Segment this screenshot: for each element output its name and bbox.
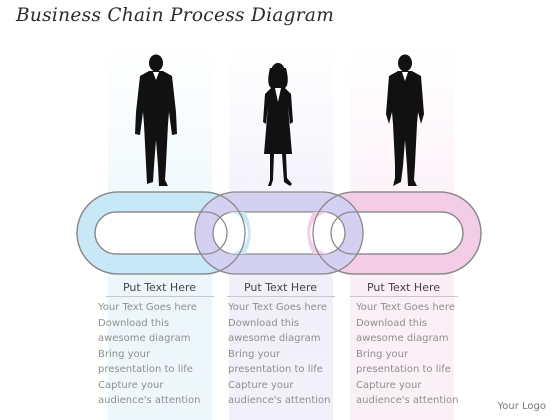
businessman-icon [135, 54, 177, 186]
caption-divider [106, 296, 214, 297]
logo-text: Your Logo [497, 401, 546, 412]
chain-link-2 [194, 191, 364, 275]
step-caption-1: Put Text Here [122, 281, 197, 294]
businessman-icon [386, 54, 424, 186]
step-caption-2: Put Text Here [243, 281, 318, 294]
step-text-3: Your Text Goes here Download this awesom… [356, 302, 459, 406]
step-text-2: Your Text Goes here Download this awesom… [228, 302, 331, 406]
diagram-title: Business Chain Process Diagram [16, 5, 335, 26]
step-text-1: Your Text Goes here Download this awesom… [98, 302, 201, 406]
businesswoman-icon [263, 63, 293, 186]
step-caption-3: Put Text Here [366, 281, 441, 294]
caption-divider [350, 296, 458, 297]
caption-divider [227, 296, 335, 297]
